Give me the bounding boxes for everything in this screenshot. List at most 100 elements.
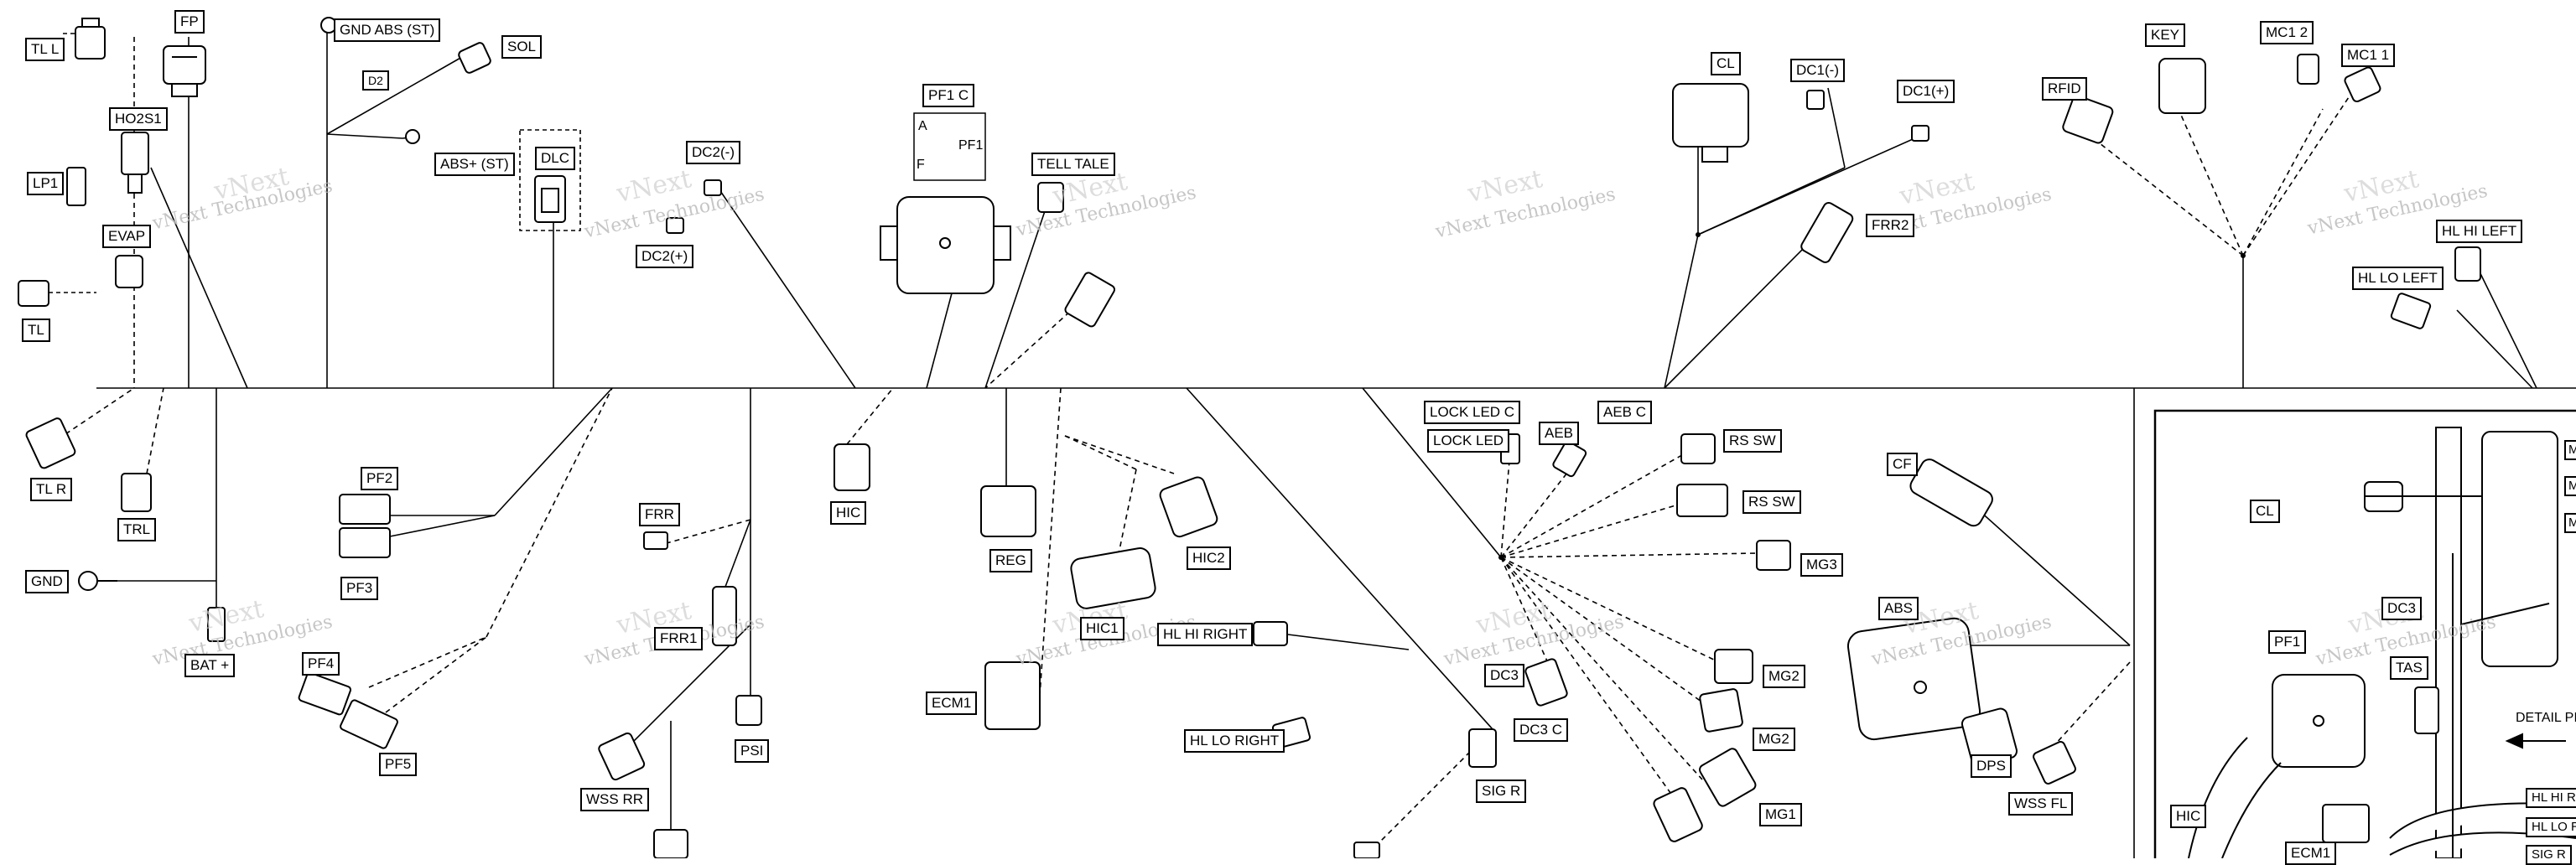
- label-gnd-abs-st: GND ABS (ST): [334, 18, 441, 42]
- label-hic2: HIC2: [1187, 546, 1231, 570]
- detail-harness: [2188, 427, 2576, 858]
- connector-tell-tale: [1037, 182, 1064, 213]
- label-tell-tale: TELL TALE: [1031, 153, 1115, 176]
- connector-mg1-b: [1653, 787, 1703, 842]
- label-dc3: DC3: [1484, 664, 1525, 687]
- connector-sig-r: [1468, 728, 1497, 768]
- label-sig-r: SIG R: [1476, 780, 1527, 803]
- label-lock-led: LOCK LED: [1427, 429, 1510, 453]
- label-dps: DPS: [1971, 754, 2012, 778]
- connector-mc1-1: [2344, 66, 2381, 103]
- connector-cf: [1909, 458, 1993, 527]
- connector-mg2-b: [1699, 688, 1743, 733]
- label-mg2-b: MG2: [1753, 728, 1795, 751]
- connector-aeb: [1552, 440, 1587, 478]
- connector-reg: [980, 485, 1036, 537]
- connector-dc3: [1524, 658, 1568, 707]
- connector-dlc: [534, 175, 566, 223]
- connector-mc1-2: [2297, 54, 2319, 85]
- detail-label-ecm1: ECM1: [2285, 842, 2337, 865]
- label-wss-fl: WSS FL: [2008, 792, 2074, 816]
- detail-label-m1: M: [2564, 440, 2576, 460]
- module-pf1: [880, 196, 1011, 294]
- detail-label-pic: DETAIL PIC: [2516, 711, 2576, 725]
- label-fp: FP: [174, 10, 205, 34]
- label-psi: PSI: [735, 739, 770, 763]
- connector-dc2-minus: [704, 179, 722, 196]
- label-rs-sw-2: RS SW: [1742, 490, 1801, 514]
- label-tl-r: TL R: [30, 478, 73, 501]
- connector-hic2: [1159, 476, 1218, 538]
- label-gnd: GND: [25, 570, 69, 593]
- ground-gnd: [78, 571, 117, 591]
- label-pf4: PF4: [302, 652, 340, 676]
- connector-wss-rr: [598, 732, 646, 781]
- connector-psi: [735, 695, 762, 726]
- label-cl: CL: [1711, 52, 1741, 75]
- connector-bat-plus: [207, 607, 226, 642]
- connector-hic: [834, 443, 870, 491]
- label-dc2-minus: DC2(-): [686, 141, 740, 164]
- label-pf1-f: F: [917, 158, 925, 172]
- label-evap: EVAP: [102, 225, 152, 248]
- connector-trl: [121, 473, 152, 512]
- detail-label-sig-r: SIG R: [2526, 845, 2572, 865]
- connector-mg2-a: [1714, 649, 1753, 684]
- label-dc2-plus: DC2(+): [636, 245, 694, 268]
- label-mg3: MG3: [1800, 553, 1843, 577]
- detail-label-hl-hi-r: HL HI RI: [2526, 788, 2576, 808]
- label-lock-led-c: LOCK LED C: [1424, 401, 1521, 424]
- connector-bottom-stub: [653, 829, 688, 858]
- label-mg1: MG1: [1759, 803, 1802, 826]
- label-rs-sw-1: RS SW: [1723, 429, 1782, 453]
- label-dlc: DLC: [535, 147, 576, 170]
- label-pf1-a: A: [918, 119, 927, 133]
- connector-hl-lo-left: [2390, 293, 2432, 329]
- label-reg: REG: [989, 549, 1032, 572]
- label-pf3: PF3: [340, 577, 379, 600]
- connector-tl-l: [75, 18, 106, 60]
- connector-dc1-minus: [1806, 90, 1825, 110]
- label-sol: SOL: [501, 35, 543, 59]
- label-hl-hi-right: HL HI RIGHT: [1157, 623, 1254, 646]
- connector-tell-tale-2: [1064, 272, 1115, 328]
- ground-ring-abs: [405, 129, 420, 144]
- label-cf: CF: [1887, 453, 1918, 476]
- detail-panel-frame: [2153, 409, 2576, 858]
- connector-wss-fl: [2033, 741, 2076, 785]
- label-ho2s1: HO2S1: [109, 107, 168, 131]
- label-hl-lo-left: HL LO LEFT: [2352, 267, 2444, 290]
- label-mg2-a: MG2: [1763, 665, 1805, 688]
- connector-dc1-plus: [1911, 125, 1929, 142]
- label-hl-hi-left: HL HI LEFT: [2436, 220, 2523, 243]
- label-mc1-2: MC1 2: [2260, 21, 2314, 44]
- connector-evap: [115, 255, 143, 288]
- label-frr2: FRR2: [1866, 214, 1915, 237]
- label-tl-l: TL L: [25, 38, 65, 61]
- detail-label-hl-lo-r: HL LO R: [2526, 817, 2576, 837]
- label-lp1: LP1: [27, 172, 65, 195]
- label-dc1-plus: DC1(+): [1897, 80, 1955, 103]
- label-hl-lo-right: HL LO RIGHT: [1184, 729, 1285, 753]
- connector-frr2: [1800, 201, 1854, 263]
- connector-frr: [643, 531, 668, 550]
- label-trl: TRL: [117, 518, 157, 541]
- connector-dc2-plus: [666, 217, 684, 234]
- label-pf2: PF2: [361, 467, 399, 490]
- connector-hl-hi-left: [2454, 246, 2481, 282]
- connector-hic1: [1070, 547, 1156, 609]
- label-aeb: AEB: [1539, 422, 1580, 445]
- connector-hl-hi-right: [1253, 621, 1288, 646]
- detail-label-hic: HIC: [2170, 805, 2207, 828]
- label-rfid: RFID: [2042, 77, 2087, 101]
- label-mc1-1: MC1 1: [2341, 44, 2396, 67]
- connector-key: [2158, 58, 2206, 114]
- connector-ecm1: [984, 661, 1041, 730]
- label-abs-plus-st: ABS+ (ST): [434, 153, 515, 176]
- connector-fp: [163, 45, 206, 97]
- label-hic1: HIC1: [1080, 617, 1124, 640]
- connector-pf2-pf3: [339, 494, 391, 558]
- detail-label-cl: CL: [2250, 500, 2280, 523]
- connector-ho2s1: [121, 132, 149, 194]
